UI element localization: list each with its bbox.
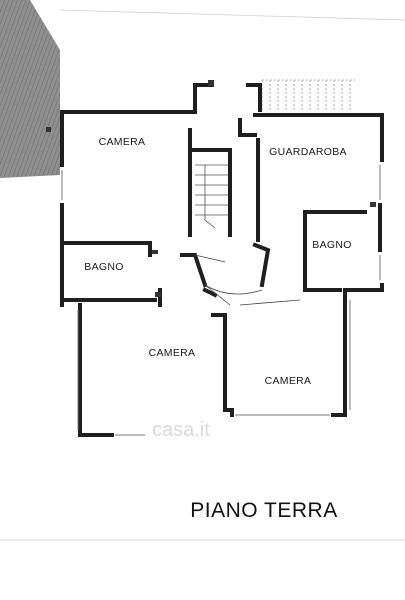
room-label-guardaroba: GUARDAROBA <box>269 146 347 158</box>
room-label-camera-se: CAMERA <box>265 375 312 387</box>
exterior-stair <box>261 79 355 110</box>
fixtures <box>152 80 376 297</box>
room-label-camera-sw: CAMERA <box>149 347 196 359</box>
interior-stair <box>195 164 228 229</box>
door-swings <box>194 254 301 306</box>
adjacent-building <box>0 0 60 178</box>
room-label-bagno-e: BAGNO <box>312 239 351 251</box>
property-boundary <box>0 9 405 541</box>
watermark-text: casa.it <box>152 419 210 441</box>
windows <box>61 165 381 436</box>
room-label-camera-nw: CAMERA <box>99 136 146 148</box>
room-label-bagno-w: BAGNO <box>84 261 123 273</box>
plan-title: PIANO TERRA <box>190 499 337 522</box>
